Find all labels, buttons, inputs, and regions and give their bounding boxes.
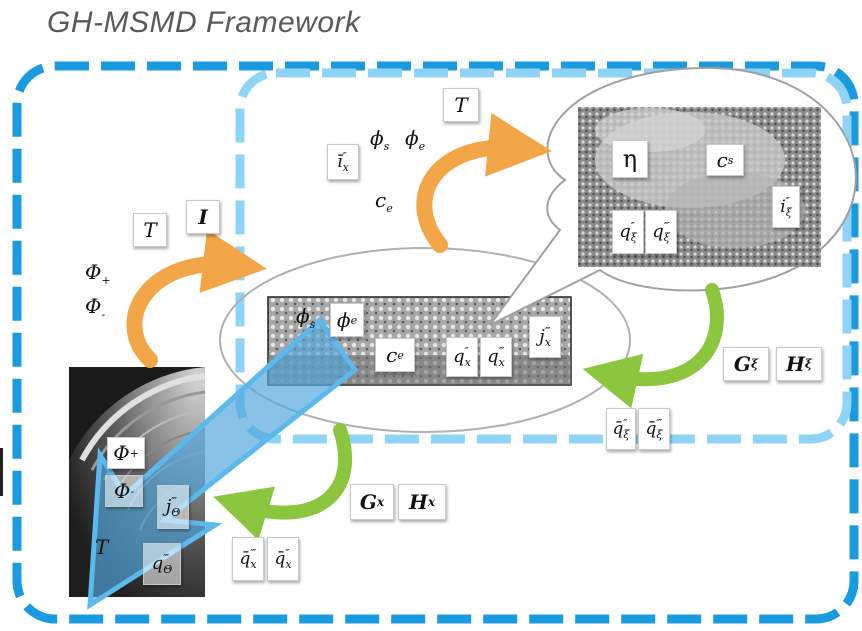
orange-arrow-left — [126, 229, 267, 368]
label-c-e-top: ce — [375, 188, 393, 215]
label-Phi-plus: Φ+ — [85, 260, 111, 287]
label-qbar-xi-3: q̄‴ξ — [638, 408, 670, 450]
label-q-x-3: q‴x — [480, 337, 512, 377]
framework-title: GH-MSMD Framework — [47, 6, 361, 39]
label-phi-e-top: ϕe — [405, 126, 426, 153]
label-T-top: T — [443, 88, 479, 122]
label-q-xi-2: q″ξ — [612, 210, 644, 254]
electrode-ellipse — [219, 247, 631, 433]
label-q-x-2: q″x — [446, 337, 478, 377]
outer-frame — [12, 61, 859, 624]
label-qbar-xi-2: q̄″ξ — [606, 408, 636, 450]
label-i-xi: i″ξ — [772, 186, 800, 228]
label-Phi-minus: Φ- — [85, 294, 106, 321]
label-phi-s-top: ϕs — [370, 126, 390, 153]
label-T-cell: T — [95, 535, 109, 559]
label-Phi-minus-cell: Φ- — [105, 475, 143, 507]
label-qbar-x-2: q̄″x — [267, 537, 299, 581]
label-Phi-plus-cell: Φ+ — [107, 437, 145, 469]
green-arrow-right — [582, 283, 724, 409]
label-phi-s-mid: ϕs — [296, 304, 316, 331]
green-arrow-bottom — [213, 423, 352, 541]
label-j-x: j‴x — [529, 316, 561, 358]
label-i-bar-x: ī″x — [327, 144, 359, 180]
label-I-left: I — [186, 200, 220, 234]
label-qbar-x-3: q̄‴x — [232, 537, 264, 581]
label-eta: η — [612, 140, 648, 178]
label-j-theta: j‴Θ — [157, 485, 189, 529]
label-T-left: T — [133, 213, 167, 247]
label-q-theta: q‴Θ — [143, 543, 181, 585]
label-q-xi-3: q‴ξ — [645, 210, 677, 254]
orange-arrow-top — [416, 112, 552, 253]
